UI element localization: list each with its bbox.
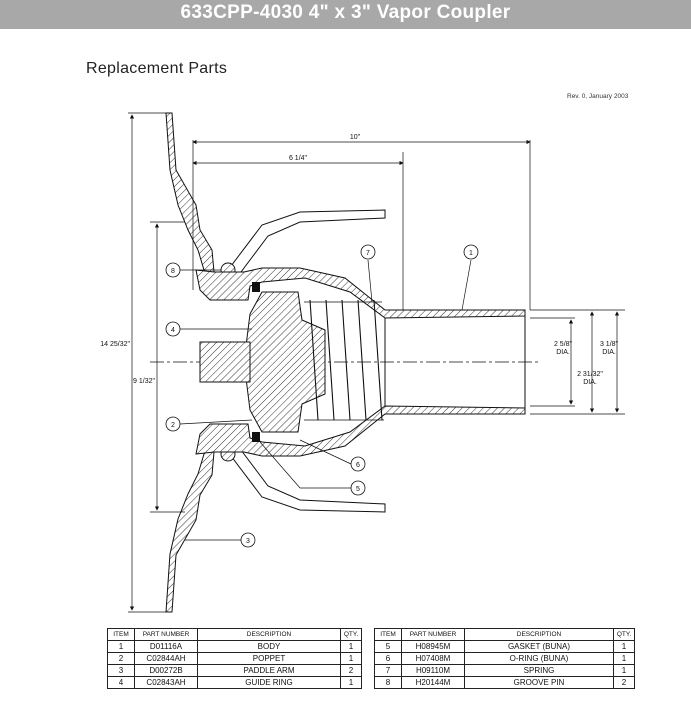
col-description: DESCRIPTION [464,628,614,641]
dim-tube-mid: 2 31/32" [577,371,603,378]
balloon-7: 7 [360,244,376,303]
balloon-4-label: 4 [171,327,175,334]
balloon-3: 3 [185,532,256,548]
section-title: Replacement Parts [86,60,228,77]
col-part-number: PART NUMBER [401,628,465,641]
balloon-6: 6 [299,439,366,472]
balloon-2-label: 2 [171,422,175,429]
guide-ring [199,341,251,383]
dim-tube-od-note: DIA. [602,349,616,356]
balloon-1: 1 [461,244,479,311]
col-qty: QTY. [613,628,635,641]
col-part-number: PART NUMBER [134,628,198,641]
balloon-5-label: 5 [356,486,360,493]
revision-note: Rev. 0, January 2003 [567,93,629,100]
spring [304,299,384,421]
dim-inner-height: 9 1/32" [133,378,155,385]
dim-tube-id: 2 5/8" [554,341,573,348]
col-item: ITEM [374,628,402,641]
dim-tube-od: 3 1/8" [600,341,619,348]
dim-overall-length: 10" [350,134,361,141]
balloon-7-label: 7 [366,250,370,257]
gasket-bottom [252,432,260,442]
gasket-top [252,282,260,292]
col-qty: QTY. [340,628,362,641]
page-title: 633CPP-4030 4" x 3" Vapor Coupler [180,2,511,23]
dim-tube-mid-note: DIA. [583,379,597,386]
coupler-body [195,267,526,319]
balloon-1-label: 1 [469,250,473,257]
dim-overall-height: 14 25/32" [100,341,130,348]
balloon-2: 2 [165,416,253,432]
col-description: DESCRIPTION [197,628,341,641]
title-bar: 633CPP-4030 4" x 3" Vapor Coupler [0,0,691,29]
paddle-arm-bottom [227,445,386,513]
balloon-6-label: 6 [356,462,360,469]
dim-body-length: 6 1/4" [289,155,308,162]
paddle-arm-top [227,209,386,277]
col-item: ITEM [107,628,135,641]
balloon-5: 5 [259,441,366,496]
balloon-8-label: 8 [171,268,175,275]
dimension-lines [128,112,625,613]
balloon-8: 8 [165,262,221,278]
balloon-4: 4 [165,321,252,337]
dim-tube-id-note: DIA. [556,349,570,356]
balloon-3-label: 3 [246,538,250,545]
adapter-flange [165,112,215,277]
